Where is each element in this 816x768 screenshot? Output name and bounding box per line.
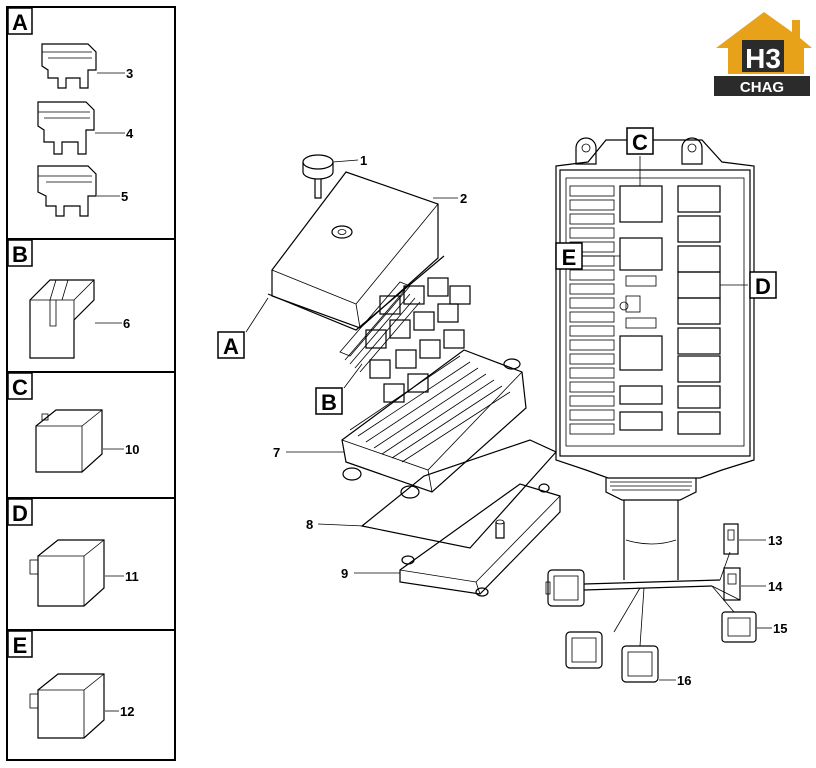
svg-text:A: A [12, 10, 28, 35]
fuse-5-drawing: 5 [37, 165, 128, 217]
svg-text:14: 14 [768, 579, 783, 594]
svg-text:16: 16 [677, 673, 691, 688]
panel-c-letter: C [7, 372, 33, 400]
sheet-8-drawing: 8 [306, 439, 557, 549]
svg-text:C: C [632, 130, 648, 155]
svg-text:C: C [12, 375, 28, 400]
label-box-d: D [720, 271, 777, 299]
svg-text:3: 3 [126, 66, 133, 81]
panel-a-letter: A [7, 7, 33, 35]
svg-text:1: 1 [360, 153, 367, 168]
svg-text:CHAG: CHAG [740, 79, 784, 96]
svg-text:2: 2 [460, 191, 467, 206]
panel-d-letter: D [7, 498, 33, 526]
base-7-drawing: 7 [273, 349, 527, 499]
connector-15: 15 [721, 611, 787, 643]
connector-main-left [545, 569, 585, 607]
svg-text:4: 4 [126, 126, 134, 141]
svg-text:B: B [12, 242, 28, 267]
svg-text:A: A [223, 334, 239, 359]
plate-9-drawing: 9 [341, 483, 561, 597]
svg-text:B: B [321, 390, 337, 415]
cover-2-drawing: 2 [267, 171, 467, 331]
svg-text:D: D [755, 274, 771, 299]
svg-text:15: 15 [773, 621, 787, 636]
connector-16-left [565, 631, 603, 669]
wiring-harness [583, 551, 741, 647]
svg-text:7: 7 [273, 445, 280, 460]
label-box-c: C [626, 127, 654, 186]
svg-text:6: 6 [123, 316, 130, 331]
panel-b-letter: B [7, 239, 33, 267]
relay-10-drawing: 10 [35, 409, 139, 473]
fuse-4-drawing: 4 [37, 101, 134, 155]
fuse-3-drawing: 3 [41, 43, 133, 89]
brand-logo: H3 CHAG [714, 12, 812, 96]
svg-text:13: 13 [768, 533, 782, 548]
label-box-b: B [315, 363, 363, 415]
svg-text:10: 10 [125, 442, 139, 457]
svg-text:E: E [562, 245, 577, 270]
connector-16: 16 [621, 645, 691, 688]
label-box-e: E [555, 242, 620, 270]
panel-e-letter: E [7, 630, 33, 658]
svg-text:8: 8 [306, 517, 313, 532]
label-box-a: A [217, 297, 269, 359]
connector-14: 14 [723, 567, 783, 601]
svg-text:E: E [13, 633, 28, 658]
svg-text:5: 5 [121, 189, 128, 204]
legend-panels [6, 6, 176, 761]
knob-1-drawing: 1 [302, 153, 367, 199]
clip-6-drawing: 6 [29, 279, 130, 359]
svg-text:11: 11 [125, 569, 139, 584]
relay-11-drawing: 11 [29, 539, 139, 607]
svg-text:12: 12 [120, 704, 134, 719]
fuse-box-top-view [555, 137, 755, 580]
svg-text:H3: H3 [745, 43, 781, 74]
svg-text:9: 9 [341, 566, 348, 581]
relay-stack-drawing [339, 277, 471, 403]
svg-text:D: D [12, 501, 28, 526]
relay-12-drawing: 12 [29, 673, 134, 739]
connector-13: 13 [723, 523, 782, 555]
